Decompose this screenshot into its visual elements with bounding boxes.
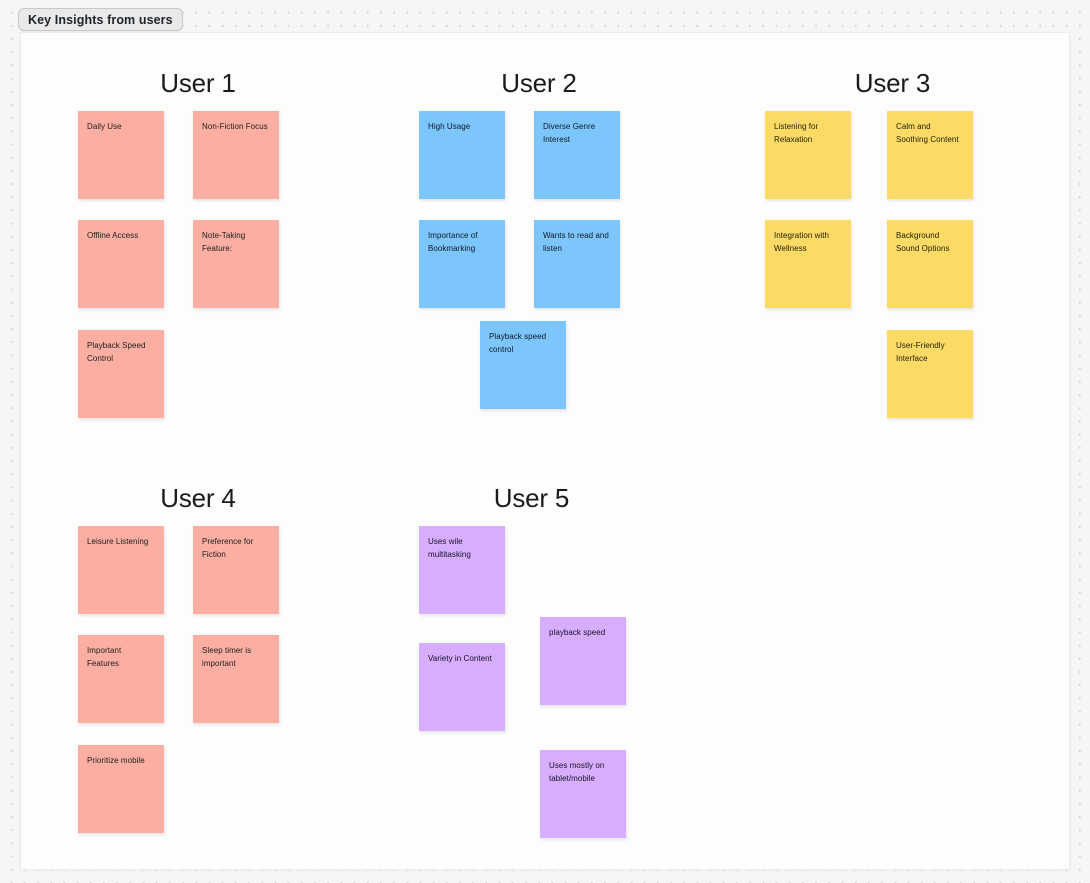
sticky-note[interactable]: Uses wile multitasking	[419, 526, 505, 614]
sticky-note[interactable]: Note-Taking Feature:	[193, 220, 279, 308]
sticky-note[interactable]: Prioritize mobile	[78, 745, 164, 833]
sticky-note[interactable]: Daily Use	[78, 111, 164, 199]
sticky-note[interactable]: Playback speed control	[480, 321, 566, 409]
sticky-note[interactable]: Non-Fiction Focus	[193, 111, 279, 199]
sticky-note[interactable]: Variety in Content	[419, 643, 505, 731]
sticky-note[interactable]: Calm and Soothing Content	[887, 111, 973, 199]
sticky-note[interactable]: Diverse Genre Interest	[534, 111, 620, 199]
sticky-note[interactable]: Important Features	[78, 635, 164, 723]
sticky-note[interactable]: Preference for Fiction	[193, 526, 279, 614]
sticky-note[interactable]: User-Friendly Interface	[887, 330, 973, 418]
user-group-title: User 4	[160, 483, 236, 513]
user-group-title: User 5	[493, 483, 570, 513]
frame-title-tab[interactable]: Key Insights from users	[18, 8, 183, 31]
sticky-note[interactable]: Playback Speed Control	[78, 330, 164, 418]
sticky-note[interactable]: Integration with Wellness	[765, 220, 851, 308]
sticky-note[interactable]: Offline Access	[78, 220, 164, 308]
user-group: User 4 Leisure Listening Preference for Fi…	[78, 483, 318, 863]
user-group-title: User 1	[160, 68, 236, 98]
sticky-note[interactable]: Sleep timer is important	[193, 635, 279, 723]
user-group: User 5 Uses wile multitasking playback spe…	[419, 483, 644, 863]
sticky-note[interactable]: Leisure Listening	[78, 526, 164, 614]
sticky-note[interactable]: Wants to read and listen	[534, 220, 620, 308]
user-group-title: User 3	[854, 68, 931, 98]
user-group-title: User 2	[501, 68, 577, 98]
sticky-note[interactable]: Uses mostly on tablet/mobile	[540, 750, 626, 838]
frame-title-label: Key Insights from users	[28, 12, 173, 27]
sticky-note[interactable]: Importance of Bookmarking	[419, 220, 505, 308]
sticky-note[interactable]: playback speed	[540, 617, 626, 705]
sticky-note[interactable]: Background Sound Options	[887, 220, 973, 308]
sticky-note[interactable]: High Usage	[419, 111, 505, 199]
sticky-note[interactable]: Listening for Relaxation	[765, 111, 851, 199]
